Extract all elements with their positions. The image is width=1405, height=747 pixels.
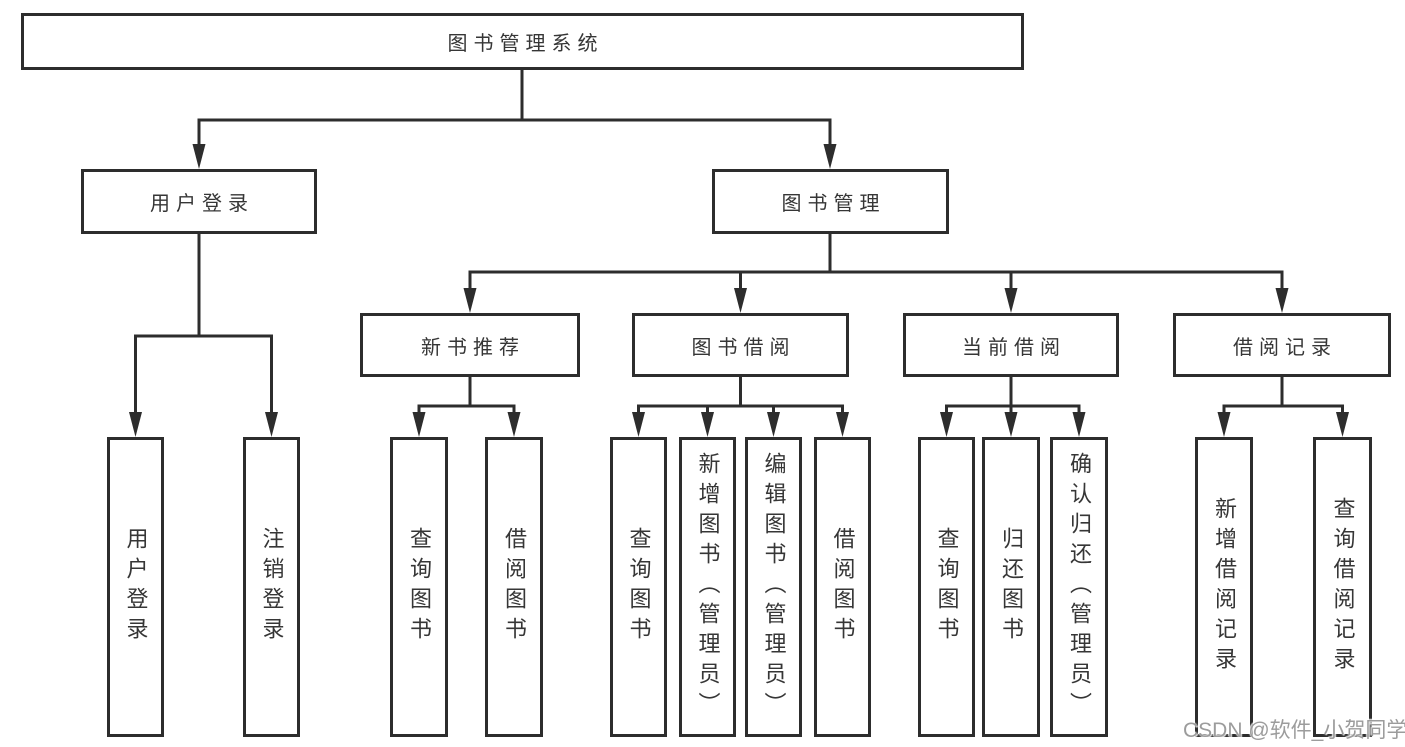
leaf-add-borrow-record: 新增借阅记录	[1195, 437, 1253, 737]
node-label: 查询图书	[626, 527, 652, 647]
node-new-book-recommend: 新书推荐	[360, 313, 580, 377]
leaf-edit-book-admin: 编辑图书（管理员）	[745, 437, 802, 737]
node-label: 借阅记录	[1233, 336, 1337, 359]
arrowhead	[1004, 288, 1018, 313]
node-current-borrowing: 当前借阅	[903, 313, 1119, 377]
leaf-return-books: 归还图书	[982, 437, 1040, 737]
arrowhead	[1072, 412, 1086, 437]
leaf-query-books-current: 查询图书	[918, 437, 975, 737]
arrowhead	[192, 144, 206, 169]
arrowhead	[1004, 412, 1018, 437]
node-label: 当前借阅	[962, 336, 1066, 359]
arrowhead	[1336, 412, 1349, 437]
arrowhead	[129, 412, 142, 437]
node-label: 图书借阅	[691, 336, 796, 359]
edge-root-rail	[197, 68, 832, 148]
arrowhead	[823, 144, 837, 169]
node-label: 用户登录	[123, 527, 149, 647]
node-label: 新书推荐	[421, 336, 525, 359]
arrowhead	[463, 288, 477, 313]
arrowhead	[265, 412, 278, 437]
node-label: 用户登录	[150, 193, 254, 215]
node-label: 查询图书	[407, 527, 432, 647]
leaf-confirm-return-admin: 确认归还（管理员）	[1050, 437, 1108, 737]
leaf-logout: 注销登录	[243, 437, 300, 737]
node-label: 查询图书	[934, 527, 960, 647]
leaf-add-book-admin: 新增图书（管理员）	[679, 437, 736, 737]
node-book-management: 图书管理	[712, 169, 949, 234]
node-label: 图书管理系统	[447, 33, 604, 55]
leaf-query-borrow-record: 查询借阅记录	[1313, 437, 1372, 737]
arrowhead	[507, 412, 521, 437]
leaf-query-books-recommend: 查询图书	[390, 437, 448, 737]
edge-current-rail	[945, 375, 1081, 416]
arrowhead	[767, 412, 780, 437]
edge-new-book-rail	[417, 375, 516, 416]
leaf-borrow-books-borrowing: 借阅图书	[814, 437, 871, 737]
node-label: 新增借阅记录	[1212, 497, 1237, 677]
arrowhead	[1217, 412, 1231, 437]
arrowhead	[1275, 288, 1289, 313]
arrowhead	[412, 412, 426, 437]
node-label: 注销登录	[259, 527, 285, 647]
arrowhead	[701, 412, 714, 437]
node-label: 确认归还（管理员）	[1067, 452, 1092, 722]
node-label: 借阅图书	[502, 527, 527, 647]
leaf-query-books-borrowing: 查询图书	[610, 437, 667, 737]
edge-book-mgmt-rail	[468, 232, 1284, 293]
node-user-login: 用户登录	[81, 169, 317, 234]
arrowhead	[632, 412, 645, 437]
edge-borrowing-rail	[637, 375, 844, 416]
arrowhead	[734, 288, 747, 313]
node-book-borrowing: 图书借阅	[632, 313, 849, 377]
arrowhead	[940, 412, 953, 437]
node-label: 归还图书	[999, 527, 1024, 647]
node-label: 新增图书（管理员）	[695, 452, 721, 722]
leaf-borrow-books-recommend: 借阅图书	[485, 437, 543, 737]
leaf-user-login: 用户登录	[107, 437, 164, 737]
node-label: 查询借阅记录	[1330, 497, 1356, 677]
csdn-watermark: CSDN @软件_小贺同学	[1183, 719, 1405, 742]
node-system-root: 图书管理系统	[21, 13, 1024, 70]
node-borrow-records: 借阅记录	[1173, 313, 1391, 377]
edge-records-rail	[1222, 375, 1344, 416]
node-label: 图书管理	[781, 193, 886, 215]
node-label: 编辑图书（管理员）	[761, 452, 787, 722]
node-label: 借阅图书	[830, 527, 856, 647]
arrowhead	[836, 412, 849, 437]
edge-user-login-rail	[134, 232, 273, 416]
